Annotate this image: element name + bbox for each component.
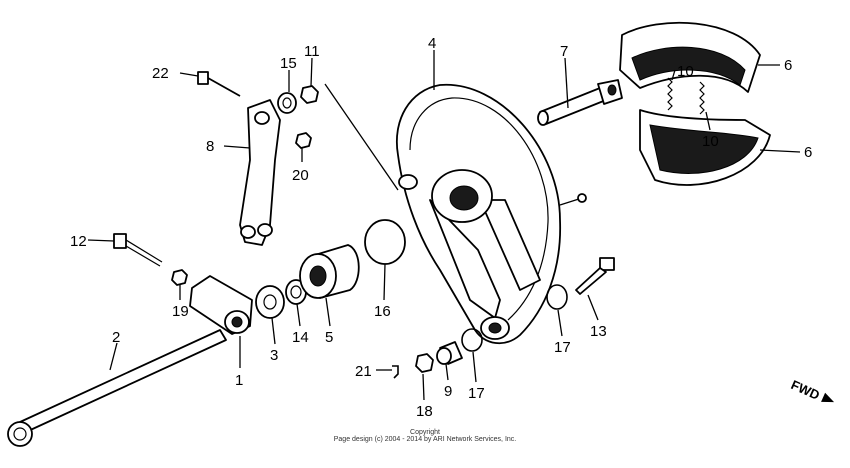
forward-direction-indicator: FWD <box>789 377 835 403</box>
callout-1: 1 <box>235 372 243 389</box>
callout-11: 11 <box>304 43 320 60</box>
callout-8: 8 <box>206 138 214 155</box>
callout-3: 3 <box>270 347 278 364</box>
axle[interactable] <box>7 329 227 447</box>
callout-21: 21 <box>355 363 372 380</box>
callout-2: 2 <box>112 329 120 346</box>
callout-22: 22 <box>152 65 169 82</box>
callout-4: 4 <box>428 35 436 52</box>
washer-17-lower[interactable] <box>461 328 483 352</box>
bolt-22[interactable] <box>197 71 241 97</box>
callout-20: 20 <box>292 167 309 184</box>
fwd-label: FWD <box>789 377 822 403</box>
spring-right[interactable] <box>699 81 705 115</box>
callout-15: 15 <box>280 55 297 72</box>
brake-cam[interactable] <box>537 79 623 126</box>
brake-shoe-upper[interactable] <box>619 21 761 93</box>
callout-5: 5 <box>325 329 333 346</box>
callout-6-lower: 6 <box>804 144 812 161</box>
brake-panel[interactable] <box>396 84 587 344</box>
callout-12: 12 <box>70 233 87 250</box>
spring-left[interactable] <box>667 77 673 111</box>
callout-7: 7 <box>560 43 568 60</box>
callout-10-lower: 10 <box>702 133 719 150</box>
callout-9: 9 <box>444 383 452 400</box>
cotter-pin-21[interactable] <box>392 365 399 379</box>
bolt-13[interactable] <box>575 257 615 295</box>
callout-13: 13 <box>590 323 607 340</box>
collar-5[interactable] <box>299 244 360 299</box>
callout-16: 16 <box>374 303 391 320</box>
callout-10-upper: 10 <box>677 63 694 80</box>
callout-17-right: 17 <box>554 339 571 356</box>
collar-9[interactable] <box>436 341 463 365</box>
callout-18: 18 <box>416 403 433 420</box>
brake-shoe-lower[interactable] <box>639 109 771 186</box>
washer-15[interactable] <box>277 92 297 114</box>
nut-19[interactable] <box>171 269 188 286</box>
washer-17-right[interactable] <box>546 284 568 310</box>
brake-arm[interactable] <box>239 99 281 246</box>
nut-11[interactable] <box>300 85 319 104</box>
copyright-line-2: Page design (c) 2004 - 2014 by ARI Netwo… <box>333 436 517 443</box>
bolt-12[interactable] <box>113 233 163 267</box>
callout-19: 19 <box>172 303 189 320</box>
o-ring-16[interactable] <box>364 219 406 265</box>
callout-17-lower: 17 <box>468 385 485 402</box>
fwd-arrow-icon <box>821 392 835 403</box>
nut-20[interactable] <box>295 132 312 149</box>
leader-lines <box>87 50 801 401</box>
callout-14: 14 <box>292 329 309 346</box>
callout-labels: 22 15 11 8 20 4 7 6 6 10 10 12 19 2 1 3 … <box>70 35 812 420</box>
axle-adjuster[interactable] <box>189 275 253 335</box>
copyright-line-1: Copyright <box>410 429 440 436</box>
collar-3[interactable] <box>255 285 285 319</box>
callout-6-upper: 6 <box>784 57 792 74</box>
nut-18[interactable] <box>415 353 434 373</box>
